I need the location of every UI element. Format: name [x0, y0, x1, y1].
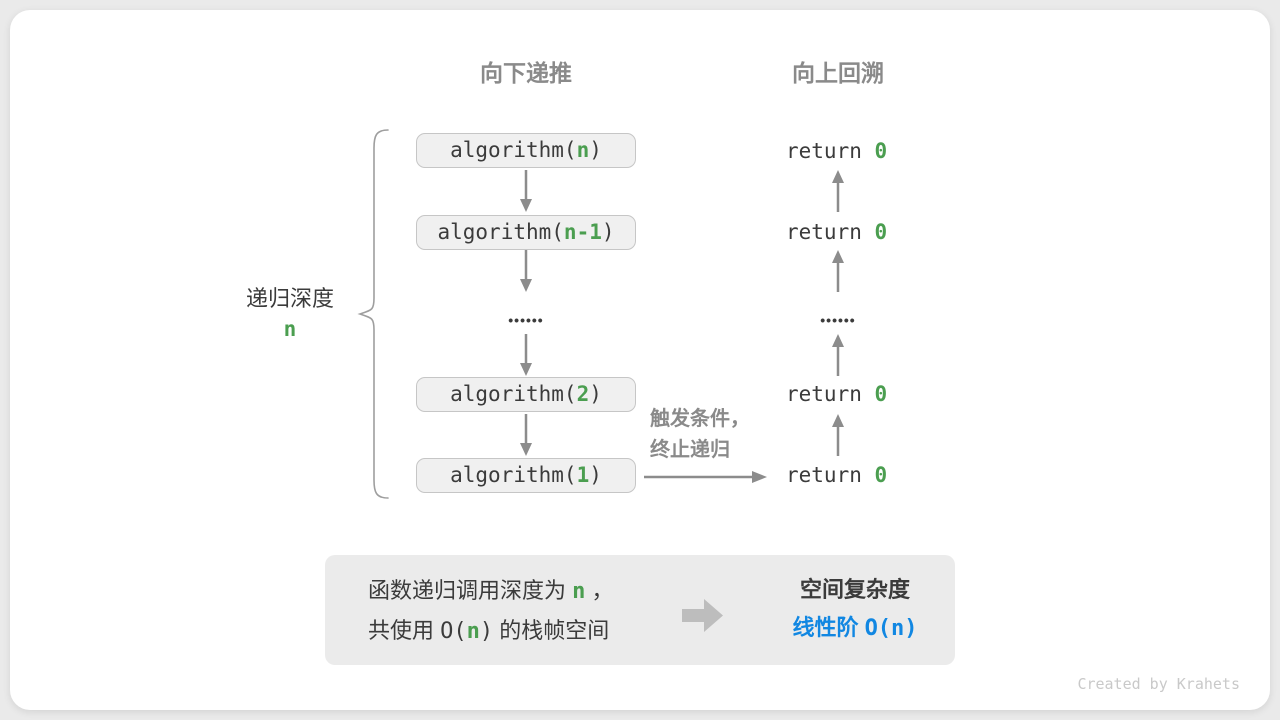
call-box-algorithm-n-1: algorithm(n-1)	[416, 215, 636, 250]
down-arrow-icon	[520, 170, 532, 212]
summary-left-text: 函数递归调用深度为 n ， 共使用 O(n) 的栈帧空间	[368, 571, 688, 651]
up-arrow-icon	[832, 170, 844, 212]
space-complexity-title: 空间复杂度	[799, 577, 910, 602]
summary-line2: 共使用 O(n) 的栈帧空间	[368, 618, 610, 644]
depth-value: n	[283, 317, 297, 341]
up-arrow-icon	[832, 250, 844, 292]
termination-annotation-line1: 触发条件，	[650, 408, 750, 430]
return-statement: return 0	[786, 382, 888, 406]
ellipsis-right: ••••••	[820, 312, 856, 328]
down-arrow-icon	[520, 334, 532, 376]
big-right-arrow-icon	[682, 599, 723, 632]
termination-annotation: 触发条件， 终止递归	[650, 404, 790, 466]
header-recurse-down: 向下递推	[480, 60, 572, 86]
summary-right-text: 空间复杂度 线性阶 O(n)	[750, 576, 960, 643]
down-arrow-icon	[520, 414, 532, 456]
depth-brace	[357, 129, 389, 499]
credit-text: Created by Krahets	[1077, 675, 1240, 693]
call-box-algorithm-2: algorithm(2)	[416, 377, 636, 412]
return-statement: return 0	[786, 139, 888, 163]
termination-annotation-line2: 终止递归	[650, 439, 730, 461]
right-arrow-icon	[644, 471, 767, 483]
summary-panel	[325, 555, 955, 665]
call-box-algorithm-1: algorithm(1)	[416, 458, 636, 493]
up-arrow-icon	[832, 414, 844, 456]
call-box-algorithm-n: algorithm(n)	[416, 133, 636, 168]
up-arrow-icon	[832, 334, 844, 376]
depth-label: 递归深度	[245, 286, 334, 311]
return-statement: return 0	[786, 463, 888, 487]
header-backtrack-up: 向上回溯	[792, 60, 884, 86]
summary-line1: 函数递归调用深度为 n ，	[368, 578, 614, 604]
down-arrow-icon	[520, 250, 532, 292]
space-complexity-value: 线性阶 O(n)	[792, 615, 918, 641]
return-statement: return 0	[786, 220, 888, 244]
ellipsis-left: ••••••	[508, 312, 544, 328]
